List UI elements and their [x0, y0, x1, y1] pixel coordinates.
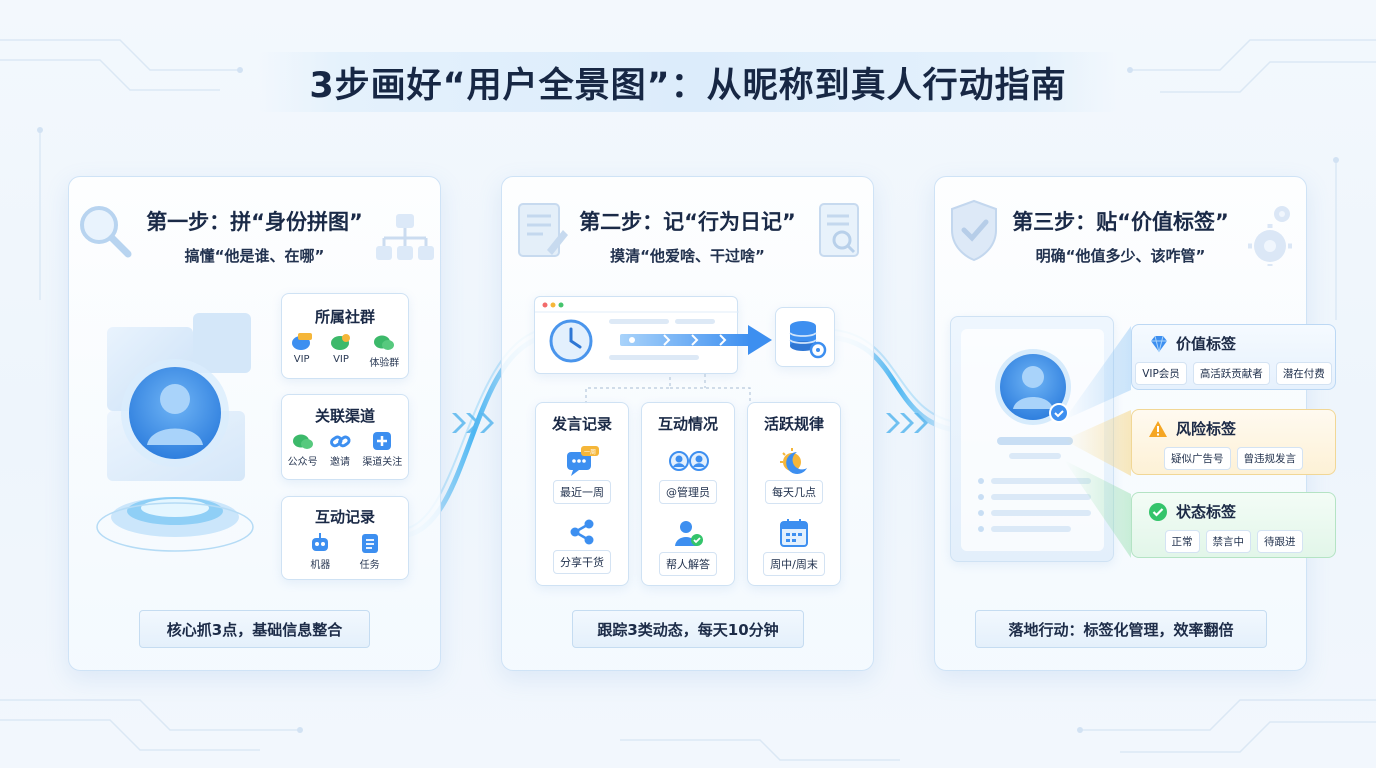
mini-item: VIP — [330, 333, 352, 369]
step1-footer: 核心抓3点，基础信息整合 — [139, 610, 370, 648]
step3-footer: 落地行动：标签化管理，效率翻倍 — [975, 610, 1267, 648]
step2-title: 第二步：记“行为日记” — [579, 210, 796, 234]
tag-box-value: 价值标签 VIP会员 高活跃贡献者 潜在付费 — [1131, 324, 1336, 390]
column-interaction: 互动情况 @管理员 帮人解答 — [641, 402, 735, 586]
link-icon — [330, 435, 351, 448]
step1-title: 第一步：拼“身份拼图” — [146, 210, 363, 234]
wechat-icon — [292, 434, 313, 449]
column-activity-pattern: 活跃规律 每天几点 周中/周末 — [747, 402, 841, 586]
document-search-icon — [819, 203, 859, 257]
tag-chip: 疑似广告号 — [1164, 447, 1231, 470]
column-title: 活跃规律 — [763, 415, 824, 433]
user-check-icon — [675, 521, 703, 546]
timeline-graphic — [535, 302, 739, 363]
tag-chip: 潜在付费 — [1275, 362, 1332, 385]
group-title: 关联渠道 — [314, 407, 375, 425]
tag-chip: 曾违规发言 — [1236, 447, 1303, 470]
task-list-icon — [361, 534, 378, 553]
step2-header: 第二步：记“行为日记” 摸清“他爱啥、干过啥” — [501, 206, 874, 266]
vip-chat-icon — [330, 334, 350, 350]
org-chart-icon — [376, 214, 434, 260]
flow-arrows-left — [452, 413, 494, 433]
group-title: 所属社群 — [314, 308, 375, 326]
tag-chip: 正常 — [1164, 530, 1200, 553]
column-speech-record: 发言记录 一周 最近一周 分享干货 — [535, 402, 629, 586]
column-chip: 分享干货 — [553, 550, 611, 574]
step2-subtitle: 摸清“他爱啥、干过啥” — [610, 247, 765, 265]
tag-box-status: 状态标签 正常 禁言中 待跟进 — [1131, 492, 1336, 558]
column-item: @管理员 — [642, 446, 734, 504]
warning-icon — [1149, 420, 1167, 437]
share-icon — [570, 519, 594, 545]
column-chip: @管理员 — [659, 480, 717, 504]
tag-title: 状态标签 — [1176, 503, 1237, 521]
mini-item: 机器 — [309, 533, 331, 571]
identity-puzzle-avatar-icon — [96, 313, 254, 552]
plus-icon — [373, 432, 392, 450]
mini-item: 渠道关注 — [362, 432, 402, 468]
magnifier-icon — [80, 206, 132, 258]
column-chip: 每天几点 — [765, 480, 823, 504]
tag-title: 风险标签 — [1176, 420, 1237, 438]
step3-title: 第三步：贴“价值标签” — [1012, 210, 1229, 234]
robot-icon — [312, 533, 329, 551]
tag-box-risk: 风险标签 疑似广告号 曾违规发言 — [1131, 409, 1336, 475]
column-item: 周中/周末 — [748, 518, 840, 576]
timeline-arrow-icon — [620, 325, 772, 355]
tag-chip: 高活跃贡献者 — [1192, 362, 1270, 385]
step3-subtitle: 明确“他值多少、该咋管” — [1035, 247, 1206, 265]
group-box-interaction: 互动记录 机器 任务 — [281, 496, 409, 580]
mini-item: 体验群 — [369, 333, 399, 369]
column-title: 互动情况 — [657, 415, 718, 433]
column-chip: 最近一周 — [553, 480, 611, 504]
flow-arrows-right — [886, 413, 928, 433]
title-banner: 3步画好“用户全景图”：从昵称到真人行动指南 — [258, 52, 1118, 112]
vip-chat-icon — [291, 333, 312, 350]
calendar-icon — [780, 519, 808, 547]
group-box-channel: 关联渠道 公众号 邀请 渠道关注 — [281, 394, 409, 480]
mini-item: 任务 — [359, 533, 381, 571]
column-item: 分享干货 — [536, 518, 628, 574]
sun-moon-icon — [780, 448, 807, 474]
column-item: 帮人解答 — [642, 518, 734, 576]
wechat-icon — [374, 335, 395, 350]
tag-title: 价值标签 — [1176, 335, 1237, 353]
shield-check-icon — [951, 199, 997, 262]
users-icon — [669, 451, 709, 471]
user-profile-card — [950, 316, 1114, 562]
column-title: 发言记录 — [551, 415, 612, 433]
group-box-community: 所属社群 VIP VIP 体验群 — [281, 293, 409, 379]
mini-item: 邀请 — [329, 432, 351, 468]
chat-bubble-icon: 一周 — [567, 446, 599, 476]
tag-chip: 待跟进 — [1257, 530, 1303, 553]
check-circle-icon — [1149, 502, 1167, 521]
tag-chip: VIP会员 — [1135, 362, 1187, 385]
group-title: 互动记录 — [314, 508, 375, 526]
gears-icon — [1248, 206, 1292, 266]
mini-item: 公众号 — [288, 432, 318, 468]
column-chip: 帮人解答 — [659, 552, 717, 576]
tag-chip: 禁言中 — [1205, 530, 1251, 553]
column-item: 一周 最近一周 — [536, 446, 628, 504]
step2-footer: 跟踪3类动态，每天10分钟 — [572, 610, 804, 648]
step1-header: 第一步：拼“身份拼图” 搞懂“他是谁、在哪” — [68, 206, 441, 266]
step3-header: 第三步：贴“价值标签” 明确“他值多少、该咋管” — [934, 206, 1307, 266]
diamond-icon — [1151, 335, 1167, 352]
database-settings-icon — [775, 307, 835, 367]
chat-badge: 一周 — [584, 449, 596, 456]
column-item: 每天几点 — [748, 446, 840, 504]
document-pen-icon — [518, 203, 568, 257]
mini-item: VIP — [291, 333, 313, 369]
timeline-branch-lines — [585, 374, 751, 404]
column-chip: 周中/周末 — [763, 552, 825, 576]
step1-subtitle: 搞懂“他是谁、在哪” — [184, 247, 325, 265]
page-title: 3步画好“用户全景图”：从昵称到真人行动指南 — [309, 65, 1067, 106]
